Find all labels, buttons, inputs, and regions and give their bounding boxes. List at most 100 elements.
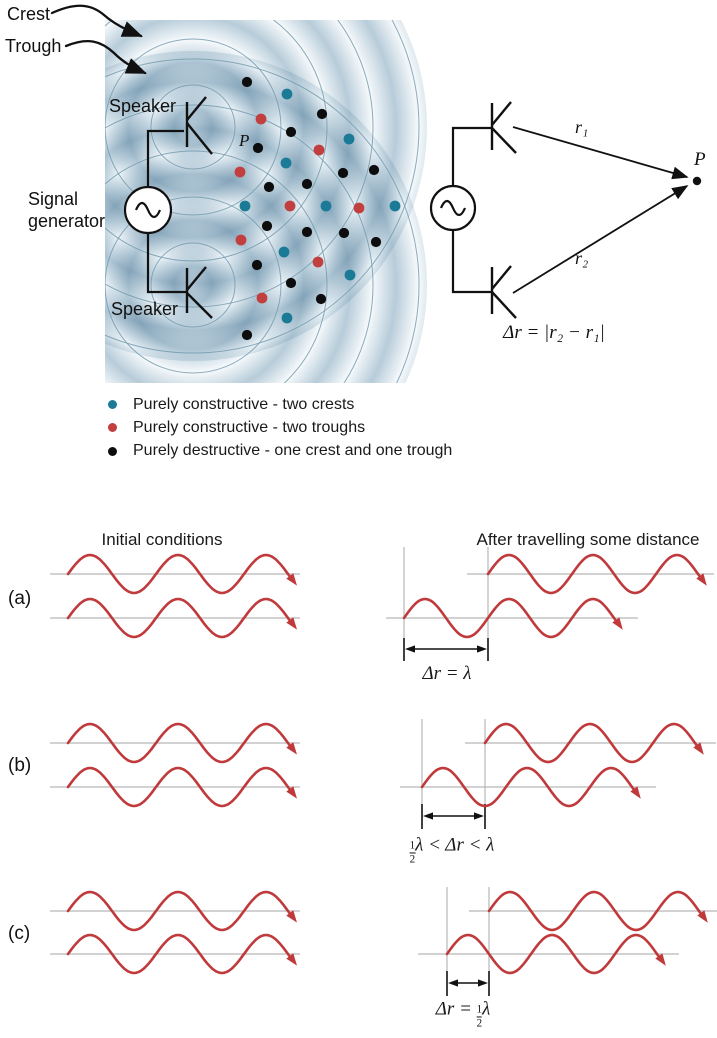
sine-wave [66,890,292,932]
legend-dot [108,400,117,410]
crest-line [105,20,374,308]
destructive-dot [251,259,263,271]
sine-symbol-icon [134,201,162,219]
sine-wave [66,553,292,595]
crest-line [105,58,420,383]
initial-conditions-header: Initial conditions [101,530,223,549]
crest-line [150,242,236,328]
point-p-dot [692,176,702,186]
sine-wave [66,722,292,764]
destructive-dot [263,181,275,193]
constructive-crest-dot [343,133,355,145]
wave-arrowhead [697,910,708,923]
constructive-trough-dot [234,166,246,178]
measure-arrowhead [477,645,487,653]
legend-item-constructive-crests: Purely constructive - two crests [104,393,452,416]
wave-arrowhead [286,573,297,586]
crest-line [105,150,328,383]
crest-arrow [50,4,143,38]
after-distance-header: After travelling some distance [476,530,700,549]
destructive-dot [368,164,380,176]
sine-wave [402,597,618,639]
constructive-crest-dot [278,246,290,258]
legend-item-destructive: Purely destructive - one crest and one t… [104,440,452,463]
legend-label: Purely constructive - two crests [133,395,355,413]
destructive-dot [337,167,349,179]
constructive-trough-dot [284,200,296,212]
measure-arrowhead [448,979,458,987]
constructive-trough-dot [312,256,324,268]
sine-wave [66,597,292,639]
destructive-dot [285,277,297,289]
wire-bottom [146,233,186,294]
destructive-dot [301,226,313,238]
constructive-crest-dot [280,157,292,169]
left-circuit [123,96,213,319]
destructive-dot [241,76,253,88]
destructive-dot [338,227,350,239]
constructive-trough-dot [353,202,365,214]
wave-row-a [50,547,714,661]
sine-wave [486,553,702,595]
measure-arrowhead [478,979,488,987]
signal-generator-label: Signal generator [28,189,106,231]
speaker-top-icon [490,101,517,154]
speaker-bottom-icon [185,266,213,319]
crest-line [105,104,374,383]
crest-label: Crest [7,4,51,24]
wave-arrowhead [696,573,707,586]
wave-arrowhead [655,953,666,966]
wave-arrowhead [286,910,297,923]
constructive-crest-dot [320,200,332,212]
sine-symbol-icon [439,199,467,217]
constructive-crest-dot [281,312,293,324]
destructive-dot [370,236,382,248]
r2-label: r₂ [575,248,589,268]
crest-line [105,38,282,216]
speaker-top-icon [185,96,213,155]
measure-arrowhead [405,645,415,653]
destructive-dot [252,142,264,154]
crest-line [105,20,328,262]
speaker-top-label: Speaker [109,96,177,116]
constructive-crest-dot [344,269,356,281]
wave-row-c [50,887,717,996]
wavefronts-bottom-speaker [105,51,427,383]
legend-item-constructive-troughs: Purely constructive - two troughs [104,416,452,439]
r1-label: r₁ [575,117,589,137]
constructive-trough-dot [313,144,325,156]
r2-arrow [512,185,689,294]
sine-wave [487,890,703,932]
path-arrows [512,126,689,294]
legend-dot [108,423,117,433]
constructive-trough-dot [255,113,267,125]
legend-label: Purely constructive - two troughs [133,418,366,436]
wire-bottom [451,230,491,294]
legend-dot [108,446,117,456]
destructive-dot [241,329,253,341]
constructive-trough-dot [235,234,247,246]
wave-arrowhead [630,786,641,799]
trough-label: Trough [5,36,62,56]
sine-wave [483,722,699,764]
crest-line [105,20,420,354]
legend-label: Purely destructive - one crest and one t… [133,442,453,460]
row-a-label: (a) [8,588,32,609]
trough-arrow [64,39,147,75]
measure-arrowhead [474,812,484,820]
delta-label-a: Δr = λ [422,663,472,684]
wave-arrowhead [286,742,297,755]
interference-dots [234,76,401,341]
constructive-crest-dot [239,200,251,212]
point-p-label-right: P [694,149,706,170]
constructive-crest-dot [281,88,293,100]
delta-r-formula: Δr = |r₂ − r₁| [503,322,605,343]
sine-wave [445,933,661,975]
right-circuit [429,101,702,319]
crest-line [150,84,236,170]
destructive-dot [261,220,273,232]
